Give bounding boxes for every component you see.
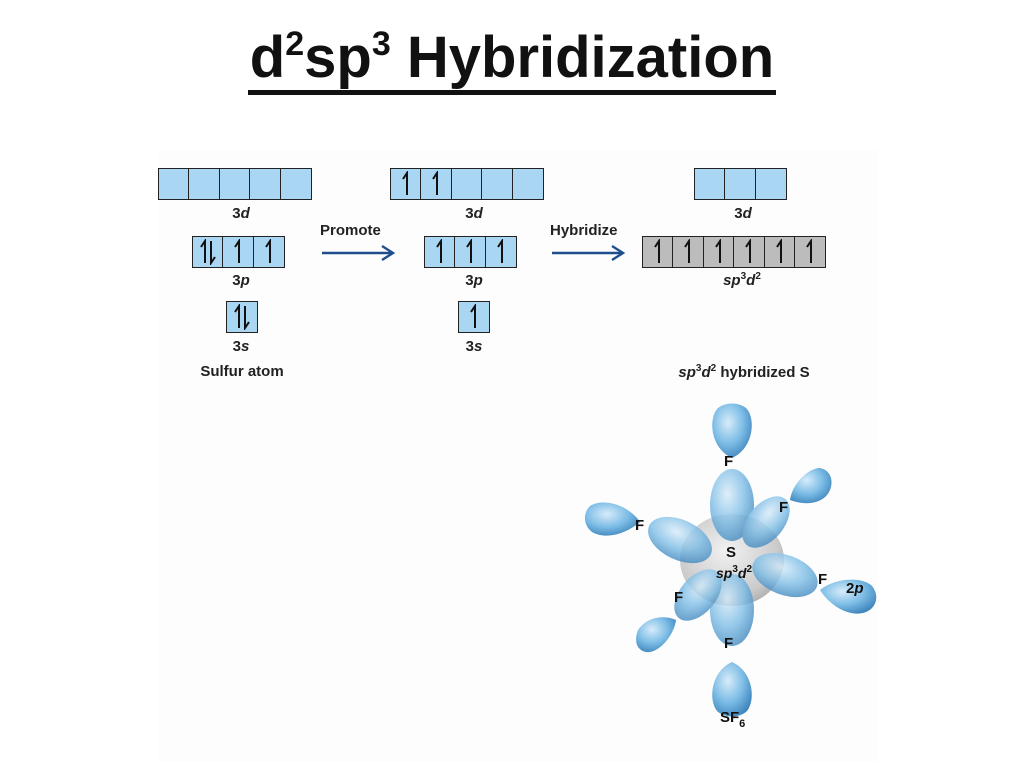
2p-label: 2p xyxy=(846,580,864,597)
promoted-3d-label: 3d xyxy=(465,205,483,222)
hybridized-s-label: sp3d2 hybridized S xyxy=(678,363,810,381)
promoted-3p-orbitals xyxy=(424,236,517,268)
orbital-box xyxy=(458,301,490,333)
fluorine-label-lower-left: F xyxy=(674,589,683,606)
sf6-molecule: F F F F F F S sp3d2 2p SF6 xyxy=(584,403,877,730)
hybridize-label: Hybridize xyxy=(550,222,618,239)
hybrid-3d-orbitals xyxy=(694,168,787,200)
orbital-box xyxy=(694,168,726,200)
electron-up-arrow xyxy=(470,304,476,328)
ground-3p-orbitals xyxy=(192,236,285,268)
sulfur-atom-label: Sulfur atom xyxy=(200,363,284,380)
sp3d2-center-label: sp3d2 xyxy=(716,564,752,581)
hybrid-lobes xyxy=(648,469,818,646)
electron-up-arrow xyxy=(234,239,241,263)
promoted-3s-label: 3s xyxy=(465,338,483,355)
sp3d2-hybrid-orbitals xyxy=(642,236,827,268)
orbital-box xyxy=(222,236,255,268)
electron-pair-arrows xyxy=(234,304,250,330)
promote-label: Promote xyxy=(320,222,381,239)
orbital-box xyxy=(188,168,221,200)
orbital-box xyxy=(794,236,827,268)
sulfur-label: S xyxy=(726,544,736,561)
ground-3d-label: 3d xyxy=(232,205,250,222)
orbital-box xyxy=(249,168,282,200)
orbital-box xyxy=(754,168,787,200)
sp3d2-label: sp3d2 xyxy=(723,271,761,289)
orbital-box xyxy=(642,236,674,268)
orbital-box xyxy=(702,236,735,268)
electron-up-arrow xyxy=(496,239,503,263)
electron-up-arrow xyxy=(806,239,813,263)
fluorine-label-top: F xyxy=(724,453,733,470)
sf6-label: SF6 xyxy=(720,709,745,730)
orbital-box xyxy=(454,236,487,268)
electron-up-arrow xyxy=(432,171,439,195)
orbital-box xyxy=(450,168,483,200)
electron-up-arrow xyxy=(402,171,408,195)
electron-up-arrow xyxy=(436,239,442,263)
orbital-box xyxy=(226,301,258,333)
fluorine-label-right: F xyxy=(818,571,827,588)
electron-up-arrow xyxy=(684,239,691,263)
ground-3s-label: 3s xyxy=(232,338,250,355)
orbital-box xyxy=(192,236,224,268)
orbital-box xyxy=(420,168,453,200)
electron-up-arrow xyxy=(654,239,660,263)
orbital-box xyxy=(252,236,285,268)
promote-arrow xyxy=(322,244,396,262)
promoted-3p-label: 3p xyxy=(465,272,483,289)
promoted-3s-orbital xyxy=(458,301,490,333)
ground-3d-orbitals xyxy=(158,168,312,200)
electron-pair-arrows xyxy=(200,239,216,265)
electron-up-arrow xyxy=(714,239,721,263)
orbital-box xyxy=(484,236,517,268)
ground-3s-orbital xyxy=(226,301,258,333)
hybridize-arrow xyxy=(552,244,626,262)
electron-up-arrow xyxy=(264,239,271,263)
orbital-box xyxy=(424,236,456,268)
electron-up-arrow xyxy=(775,239,782,263)
fluorine-label-upper-right: F xyxy=(779,499,788,516)
ground-3p-label: 3p xyxy=(232,272,250,289)
orbital-box xyxy=(158,168,190,200)
orbital-box xyxy=(511,168,544,200)
fluorine-label-left: F xyxy=(635,517,644,534)
orbital-box xyxy=(390,168,422,200)
electron-up-arrow xyxy=(745,239,752,263)
page-title: d2sp3 Hybridization xyxy=(0,24,1024,95)
orbital-box xyxy=(763,236,796,268)
orbital-box xyxy=(481,168,514,200)
orbital-box xyxy=(733,236,766,268)
fluorine-label-bottom: F xyxy=(724,635,733,652)
orbital-box xyxy=(279,168,312,200)
promoted-3d-orbitals xyxy=(390,168,544,200)
orbital-box xyxy=(218,168,251,200)
orbital-box xyxy=(724,168,757,200)
fluorine-2p-lobes xyxy=(584,403,877,717)
orbital-box xyxy=(672,236,705,268)
electron-up-arrow xyxy=(466,239,473,263)
hybrid-3d-label: 3d xyxy=(734,205,752,222)
